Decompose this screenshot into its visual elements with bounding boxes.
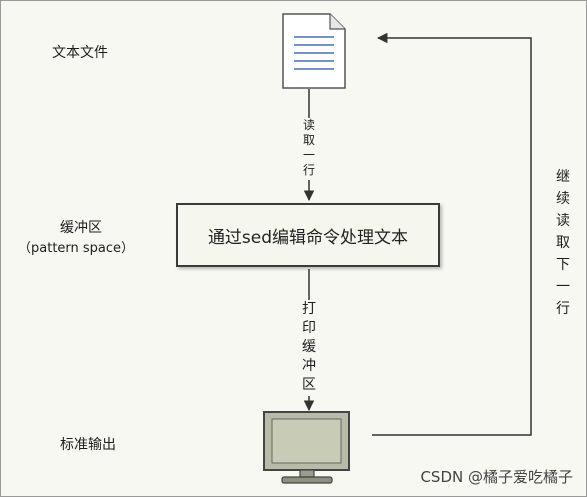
arrow-label-backing	[300, 300, 318, 396]
std-output-label: 标准输出	[60, 437, 116, 453]
text-file-label: 文本文件	[52, 45, 108, 61]
monitor-icon	[263, 411, 350, 484]
pattern-space-label: （pattern space）	[18, 241, 135, 256]
watermark: CSDN @橘子爱吃橘子	[420, 468, 573, 486]
buffer-label: 缓冲区	[60, 220, 102, 236]
arrow-label-backing	[546, 165, 576, 305]
read-line-label: 读取一行	[302, 118, 315, 177]
arrow-continue-next	[372, 32, 532, 436]
arrow-label-backing	[300, 118, 318, 180]
print-buffer-label: 打印缓冲区	[302, 301, 316, 393]
continue-next-label: 继续读取下一行	[556, 169, 570, 317]
document-icon	[282, 13, 346, 89]
sed-process-box: 通过sed编辑命令处理文本	[176, 203, 440, 267]
